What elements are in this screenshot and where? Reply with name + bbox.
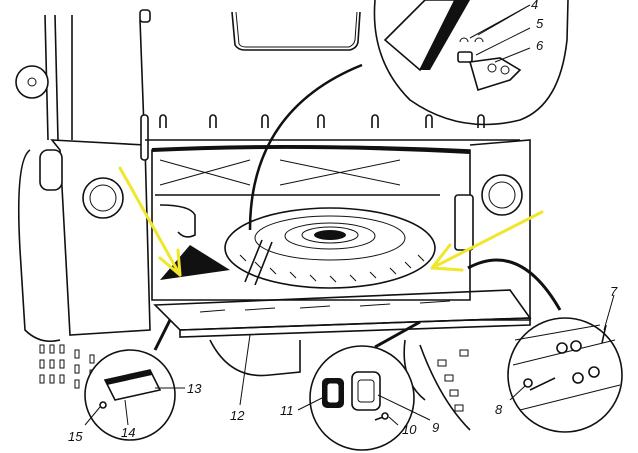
detail-circle-bracket: 9 10 11 xyxy=(280,320,439,451)
leader-curve-top xyxy=(248,63,363,231)
leader-12 xyxy=(239,334,251,406)
callout-6: 6 xyxy=(536,38,544,53)
right-body-panel xyxy=(454,139,531,321)
callout-9: 9 xyxy=(432,420,439,435)
callout-11: 11 xyxy=(280,403,294,418)
detail-circle-rail: 13 14 15 xyxy=(68,319,202,444)
rear-tire xyxy=(419,344,471,431)
spare-wheel xyxy=(224,207,436,289)
loading-platform xyxy=(153,289,532,401)
left-yellow-arrow xyxy=(118,166,182,277)
callout-13: 13 xyxy=(187,381,202,396)
detail-circle-hinge: 4 5 6 xyxy=(373,0,569,126)
leader-curve-right xyxy=(467,258,562,311)
callout-8: 8 xyxy=(495,402,503,417)
left-grille xyxy=(39,344,95,389)
callout-7: 7 xyxy=(610,284,618,299)
callout-14: 14 xyxy=(121,425,135,440)
callout-15: 15 xyxy=(68,429,83,444)
right-yellow-arrow xyxy=(430,210,544,272)
hook-row xyxy=(145,114,520,141)
detail-circle-pin: 7 8 xyxy=(495,284,623,433)
callout-12: 12 xyxy=(230,408,245,423)
rear-door-frame xyxy=(139,9,361,51)
callout-4: 4 xyxy=(531,0,538,12)
callout-5: 5 xyxy=(536,16,544,31)
callout-10: 10 xyxy=(402,422,417,437)
left-body-panel xyxy=(15,14,151,343)
